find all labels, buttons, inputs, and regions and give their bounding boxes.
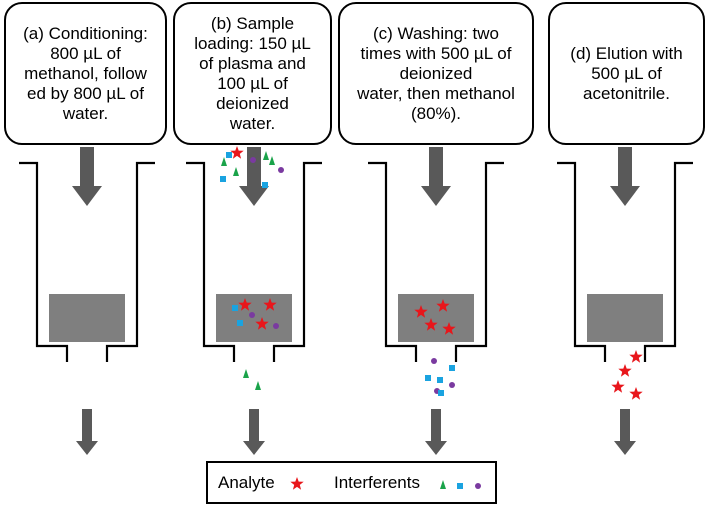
analyte-star xyxy=(442,322,456,335)
cartridge-left-wall xyxy=(19,161,69,362)
step-c-description: (c) Washing: two times with 500 µL of de… xyxy=(338,2,534,145)
legend-interferents-label: Interferents xyxy=(334,473,420,492)
interferent-square xyxy=(457,483,463,489)
interferent-triangle xyxy=(269,156,275,165)
interferent-triangle xyxy=(255,381,261,390)
analyte-star xyxy=(629,387,643,400)
cartridge-right-wall xyxy=(105,161,155,362)
interferent-circle xyxy=(475,483,481,489)
sorbent-bed xyxy=(587,294,663,342)
interferent-square xyxy=(437,377,443,383)
cartridge-left-wall xyxy=(186,161,236,362)
particles xyxy=(220,146,643,400)
arrows xyxy=(72,147,640,455)
solvent-arrow xyxy=(72,147,102,206)
analyte-star xyxy=(436,299,450,312)
interferent-square xyxy=(232,305,238,311)
legend-analyte-label: Analyte xyxy=(218,473,275,492)
interferent-circle xyxy=(431,358,437,364)
analyte-star xyxy=(618,364,632,377)
cartridge-right-wall xyxy=(272,161,322,362)
step-a-description: (a) Conditioning: 800 µL of methanol, fo… xyxy=(4,2,167,145)
analyte-star xyxy=(230,146,244,159)
sorbent-bed xyxy=(398,294,474,342)
solvent-arrow xyxy=(421,147,451,206)
interferent-triangle xyxy=(233,167,239,176)
interferent-circle xyxy=(449,382,455,388)
interferent-circle xyxy=(249,312,255,318)
solvent-arrow xyxy=(610,147,640,206)
interferent-square xyxy=(449,365,455,371)
outlet-arrow xyxy=(243,409,265,455)
cartridges xyxy=(19,161,693,362)
interferent-triangle xyxy=(263,151,269,160)
cartridge-left-wall xyxy=(557,161,607,362)
interferent-triangle xyxy=(221,157,227,166)
analyte-star xyxy=(263,298,277,311)
solvent-arrow xyxy=(239,147,269,206)
interferent-square xyxy=(262,182,268,188)
interferent-square xyxy=(226,152,232,158)
interferent-square xyxy=(438,390,444,396)
sorbent-bed xyxy=(216,294,292,342)
legend: Analyte Interferents xyxy=(206,461,497,504)
analyte-star xyxy=(611,380,625,393)
interferent-triangle xyxy=(440,480,446,489)
legend-symbols xyxy=(290,477,481,490)
outlet-arrow xyxy=(614,409,636,455)
step-b-description: (b) Sample loading: 150 µL of plasma and… xyxy=(173,2,332,145)
interferent-circle xyxy=(273,323,279,329)
analyte-star xyxy=(629,350,643,363)
interferent-square xyxy=(425,375,431,381)
analyte-star xyxy=(238,298,252,311)
cartridge-right-wall xyxy=(643,161,693,362)
analyte-star xyxy=(255,317,269,330)
outlet-arrow xyxy=(425,409,447,455)
outlet-arrow xyxy=(76,409,98,455)
analyte-star xyxy=(290,477,304,490)
interferent-circle xyxy=(250,157,256,163)
analyte-star xyxy=(424,318,438,331)
interferent-triangle xyxy=(243,369,249,378)
step-d-description: (d) Elution with 500 µL of acetonitrile. xyxy=(548,2,705,145)
cartridge-left-wall xyxy=(368,161,418,362)
interferent-square xyxy=(220,176,226,182)
interferent-circle xyxy=(278,167,284,173)
interferent-square xyxy=(237,320,243,326)
cartridge-right-wall xyxy=(454,161,504,362)
sorbent-bed xyxy=(49,294,125,342)
analyte-star xyxy=(414,305,428,318)
